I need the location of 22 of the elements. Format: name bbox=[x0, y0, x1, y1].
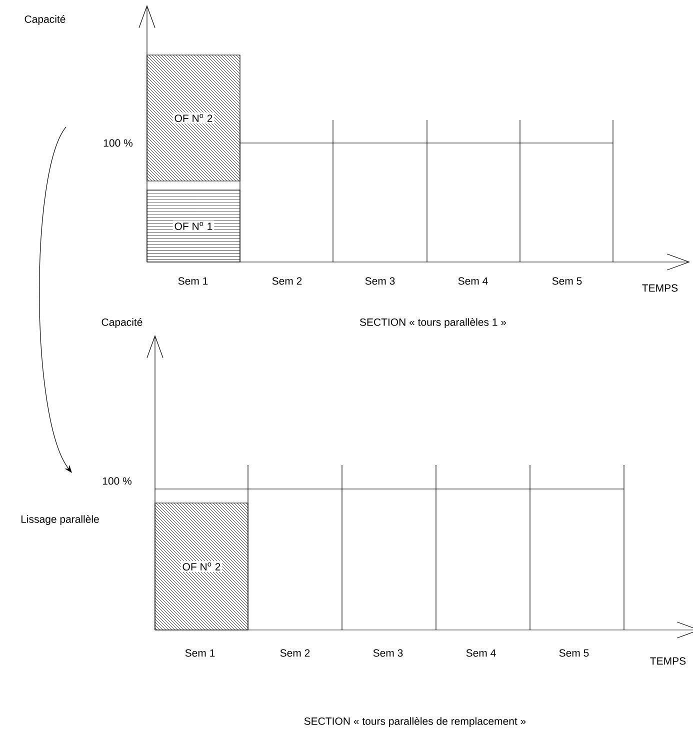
week-label: Sem 4 bbox=[466, 649, 496, 657]
week-label: Sem 1 bbox=[178, 277, 208, 285]
tick-label: 100 % bbox=[102, 477, 132, 485]
chart-title: SECTION « tours parallèles de remplacement » bbox=[304, 717, 526, 727]
week-label: Sem 5 bbox=[552, 277, 582, 285]
week-label: Sem 2 bbox=[280, 649, 310, 657]
annotation-text: Lissage parallèle bbox=[21, 515, 99, 525]
chart-title: SECTION « tours parallèles 1 » bbox=[360, 318, 506, 328]
order-block: OF N$^{o}$ 2 bbox=[146, 54, 240, 182]
axis-label: TEMPS bbox=[642, 284, 678, 292]
week-label: Sem 5 bbox=[559, 649, 589, 657]
week-label: Sem 4 bbox=[458, 277, 488, 285]
week-label: Sem 3 bbox=[365, 277, 395, 285]
axis-label: TEMPS bbox=[650, 657, 686, 665]
order-block: OF N$^{o}$ 2 bbox=[154, 502, 248, 630]
week-label: Sem 3 bbox=[373, 649, 403, 657]
axis-label: Capacité bbox=[102, 318, 142, 328]
axis-label: Capacité bbox=[24, 15, 66, 25]
order-block: OF N$^{o}$ 1 bbox=[146, 190, 240, 262]
week-label: Sem 1 bbox=[185, 649, 215, 657]
week-label: Sem 2 bbox=[272, 277, 302, 285]
tick-label: 100 % bbox=[104, 139, 132, 147]
